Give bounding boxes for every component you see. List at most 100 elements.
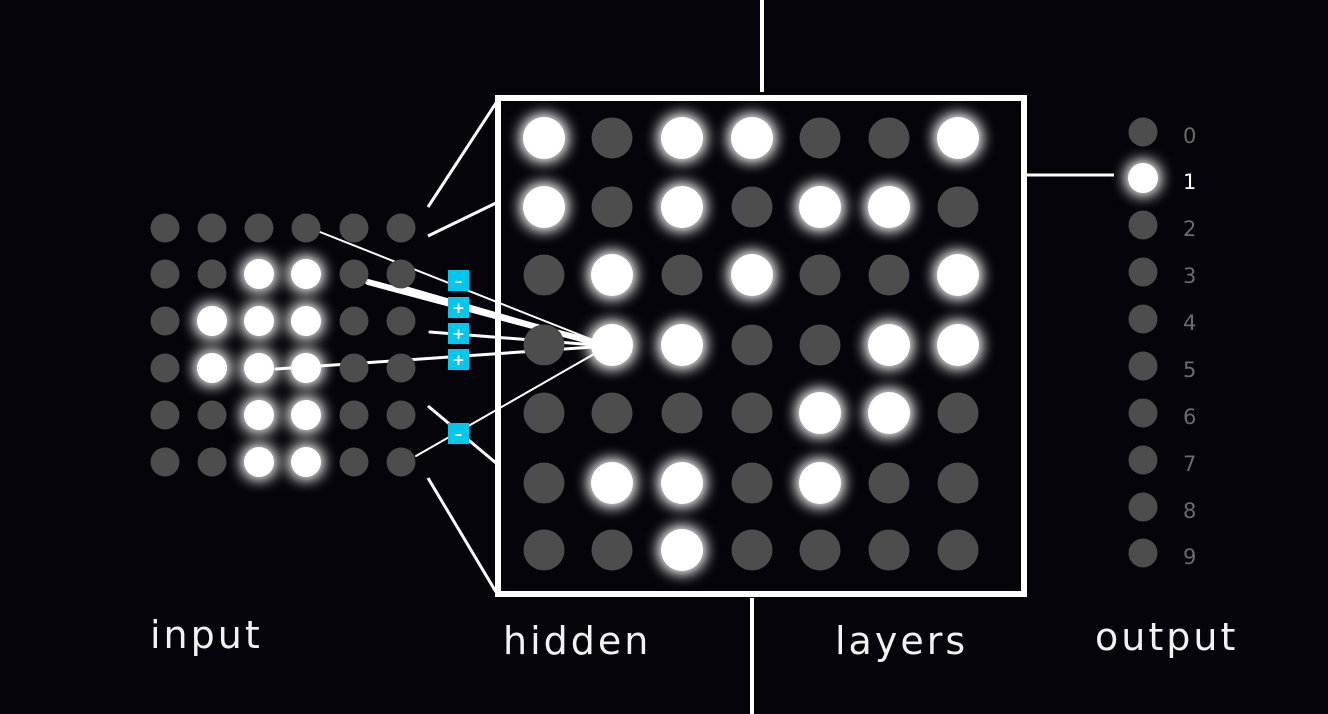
input-neuron-active	[291, 447, 321, 477]
hidden-neuron-active	[591, 254, 633, 296]
hidden-neuron-active	[731, 117, 773, 159]
hidden-neuron	[868, 529, 910, 571]
hidden-neuron	[731, 324, 773, 366]
hidden-neuron	[868, 117, 910, 159]
output-neuron-active	[1128, 163, 1158, 193]
input-neuron-active	[244, 306, 274, 336]
input-neuron	[386, 353, 416, 383]
hidden-neuron	[731, 529, 773, 571]
plus-icon: +	[452, 351, 465, 369]
output-digit-label: 6	[1183, 405, 1196, 429]
zoom-line-bottom	[426, 477, 498, 593]
hidden-neuron-active	[799, 462, 841, 504]
input-neuron	[197, 259, 227, 289]
hidden-neuron-active	[868, 392, 910, 434]
hidden-neuron	[937, 462, 979, 504]
input-neuron	[150, 259, 180, 289]
input-neuron	[339, 353, 369, 383]
input-neuron	[339, 400, 369, 430]
label-layers: layers	[835, 619, 968, 663]
hidden-neuron	[799, 254, 841, 296]
hidden-neuron	[591, 392, 633, 434]
input-neuron	[386, 259, 416, 289]
input-neuron	[339, 213, 369, 243]
hidden-layer-grid	[523, 117, 979, 571]
output-digit-label: 1	[1183, 170, 1196, 194]
hidden-neuron-active	[523, 117, 565, 159]
output-neuron	[1128, 304, 1158, 334]
input-neuron	[386, 306, 416, 336]
hidden-neuron	[523, 529, 565, 571]
input-neuron	[386, 447, 416, 477]
hidden-neuron-active	[661, 186, 703, 228]
hidden-neuron	[799, 117, 841, 159]
label-input: input	[150, 613, 263, 657]
weight-badge-box	[448, 323, 469, 344]
output-digit-label: 2	[1183, 217, 1196, 241]
input-neuron-active	[244, 400, 274, 430]
input-neuron	[197, 447, 227, 477]
hidden-neuron	[937, 186, 979, 228]
weight-badge: –	[448, 270, 469, 291]
weight-badge-box	[448, 270, 469, 291]
hidden-neuron	[799, 529, 841, 571]
input-neuron	[150, 447, 180, 477]
weight-badge-box	[448, 349, 469, 370]
hidden-neuron	[731, 462, 773, 504]
output-neuron	[1128, 351, 1158, 381]
output-digit-label: 4	[1183, 311, 1196, 335]
input-neuron-active	[244, 447, 274, 477]
input-neuron	[386, 400, 416, 430]
output-digit-label: 5	[1183, 358, 1196, 382]
output-digit-label: 7	[1183, 452, 1196, 476]
hidden-neuron	[591, 186, 633, 228]
hidden-neuron	[523, 324, 565, 366]
input-neuron-active	[244, 259, 274, 289]
hidden-neuron-active	[937, 254, 979, 296]
input-neuron	[244, 213, 274, 243]
output-digit-label: 9	[1183, 545, 1196, 569]
output-digit-label: 3	[1183, 264, 1196, 288]
hidden-neuron	[661, 254, 703, 296]
output-neuron	[1128, 257, 1158, 287]
weight-badge: –	[448, 423, 469, 444]
weight-badges: – + + + –	[448, 270, 469, 444]
input-neuron	[339, 259, 369, 289]
input-neuron	[150, 400, 180, 430]
zoom-line-top	[426, 102, 498, 208]
hidden-neuron	[731, 392, 773, 434]
input-neuron	[150, 306, 180, 336]
hidden-neuron	[591, 529, 633, 571]
hidden-neuron-active	[591, 462, 633, 504]
hidden-neuron-active	[799, 392, 841, 434]
hidden-neuron	[523, 462, 565, 504]
input-neuron-active	[197, 353, 227, 383]
hidden-layer-frame	[495, 95, 1027, 597]
label-hidden: hidden	[503, 619, 651, 663]
hidden-neuron	[799, 324, 841, 366]
hidden-neuron-active	[661, 529, 703, 571]
input-neuron	[150, 213, 180, 243]
input-neuron	[197, 213, 227, 243]
output-digit-label: 0	[1183, 124, 1196, 148]
hidden-neuron	[731, 186, 773, 228]
weight-badge-box	[448, 423, 469, 444]
input-neuron-active	[291, 353, 321, 383]
hidden-neuron	[937, 529, 979, 571]
hidden-neuron	[868, 254, 910, 296]
output-neuron	[1128, 210, 1158, 240]
minus-icon: –	[455, 425, 463, 443]
hidden-neuron-active	[868, 324, 910, 366]
hidden-neuron	[937, 392, 979, 434]
input-neuron	[197, 400, 227, 430]
input-neuron	[386, 213, 416, 243]
input-neuron	[339, 447, 369, 477]
input-neuron-active	[197, 306, 227, 336]
hidden-neuron-active	[661, 462, 703, 504]
weight-badge: +	[448, 297, 469, 318]
hidden-neuron-active	[799, 186, 841, 228]
label-output: output	[1095, 615, 1238, 659]
weight-badge: +	[448, 323, 469, 344]
weight-badge-box	[448, 297, 469, 318]
